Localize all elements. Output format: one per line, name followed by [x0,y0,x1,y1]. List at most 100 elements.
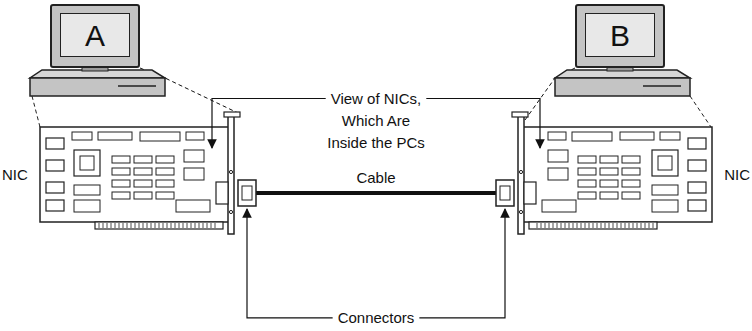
small-chip [156,180,174,187]
small-chip [600,156,618,163]
small-chip [578,192,596,199]
contact-finger [553,223,554,228]
chip [620,132,654,140]
chip [98,132,132,140]
contact-finger [601,223,602,228]
contact-finger [625,223,626,228]
contact-finger [111,223,112,228]
network-cable [242,191,510,195]
node-label: B [610,21,630,51]
contact-finger [633,223,634,228]
contact-finger [573,223,574,228]
small-chip [600,192,618,199]
contact-finger [617,223,618,228]
contact-finger [135,223,136,228]
plug-latch [242,186,252,200]
contact-finger [179,223,180,228]
contact-finger [569,223,570,228]
small-chip [622,192,640,199]
nic-card-box: NIC [510,112,752,238]
contact-finger [577,223,578,228]
contact-finger [561,223,562,228]
contact-finger [123,223,124,228]
chip [176,200,210,212]
small-chip [134,180,152,187]
pc-case [30,66,165,96]
bracket-screw [229,170,232,173]
contact-finger [649,223,650,228]
contact-finger [155,223,156,228]
contact-finger [143,223,144,228]
contact-finger [163,223,164,228]
chip [688,160,706,171]
contact-finger [585,223,586,228]
small-chip [112,192,130,199]
zoom-line [690,96,711,127]
chip [660,132,680,140]
contact-finger [545,223,546,228]
pc-monitor: A [50,4,140,68]
chip [46,160,64,171]
nic-card [40,112,256,234]
chip [688,200,706,211]
contact-finger [107,223,108,228]
small-chip [578,180,596,187]
label-text: View of NICs, Which Are Inside the PCs [327,90,425,151]
nic-card-box: NIC [0,112,242,238]
contact-finger [159,223,160,228]
leader-line [247,209,333,318]
chip [652,200,678,212]
edge-connector [95,222,223,229]
contact-finger [621,223,622,228]
contact-finger [597,223,598,228]
contact-finger [139,223,140,228]
contact-finger [645,223,646,228]
small-chip [134,168,152,175]
chip [688,182,706,193]
bracket-tab [224,112,240,117]
contact-finger [211,223,212,228]
chip [548,132,566,140]
contact-finger [581,223,582,228]
chip [184,150,204,162]
chip [548,168,568,180]
jack [216,182,228,204]
contact-finger [127,223,128,228]
contact-finger [151,223,152,228]
chip [184,168,204,180]
zoom-line [32,96,40,127]
contact-finger [131,223,132,228]
contact-finger [593,223,594,228]
chip [74,200,100,212]
contact-finger [199,223,200,228]
chip [140,132,180,141]
leader-line [426,99,540,149]
small-chip [112,180,130,187]
contact-finger [167,223,168,228]
bracket-screw [519,170,522,173]
main-chip-core [80,156,94,170]
chip [652,185,678,195]
contact-finger [537,223,538,228]
node-label: NIC [2,167,28,184]
node-label: NIC [724,167,750,184]
contact-finger [565,223,566,228]
contact-finger [195,223,196,228]
contact-finger [183,223,184,228]
contact-finger [203,223,204,228]
contact-finger [605,223,606,228]
contact-finger [641,223,642,228]
contact-finger [557,223,558,228]
bracket-screw [229,210,232,213]
card-bracket [228,116,234,234]
small-chip [600,180,618,187]
main-chip [652,150,678,176]
card-bracket [518,116,524,234]
small-chip [600,168,618,175]
contact-finger [115,223,116,228]
contact-finger [171,223,172,228]
contact-finger [119,223,120,228]
small-chip [578,168,596,175]
contact-finger [215,223,216,228]
